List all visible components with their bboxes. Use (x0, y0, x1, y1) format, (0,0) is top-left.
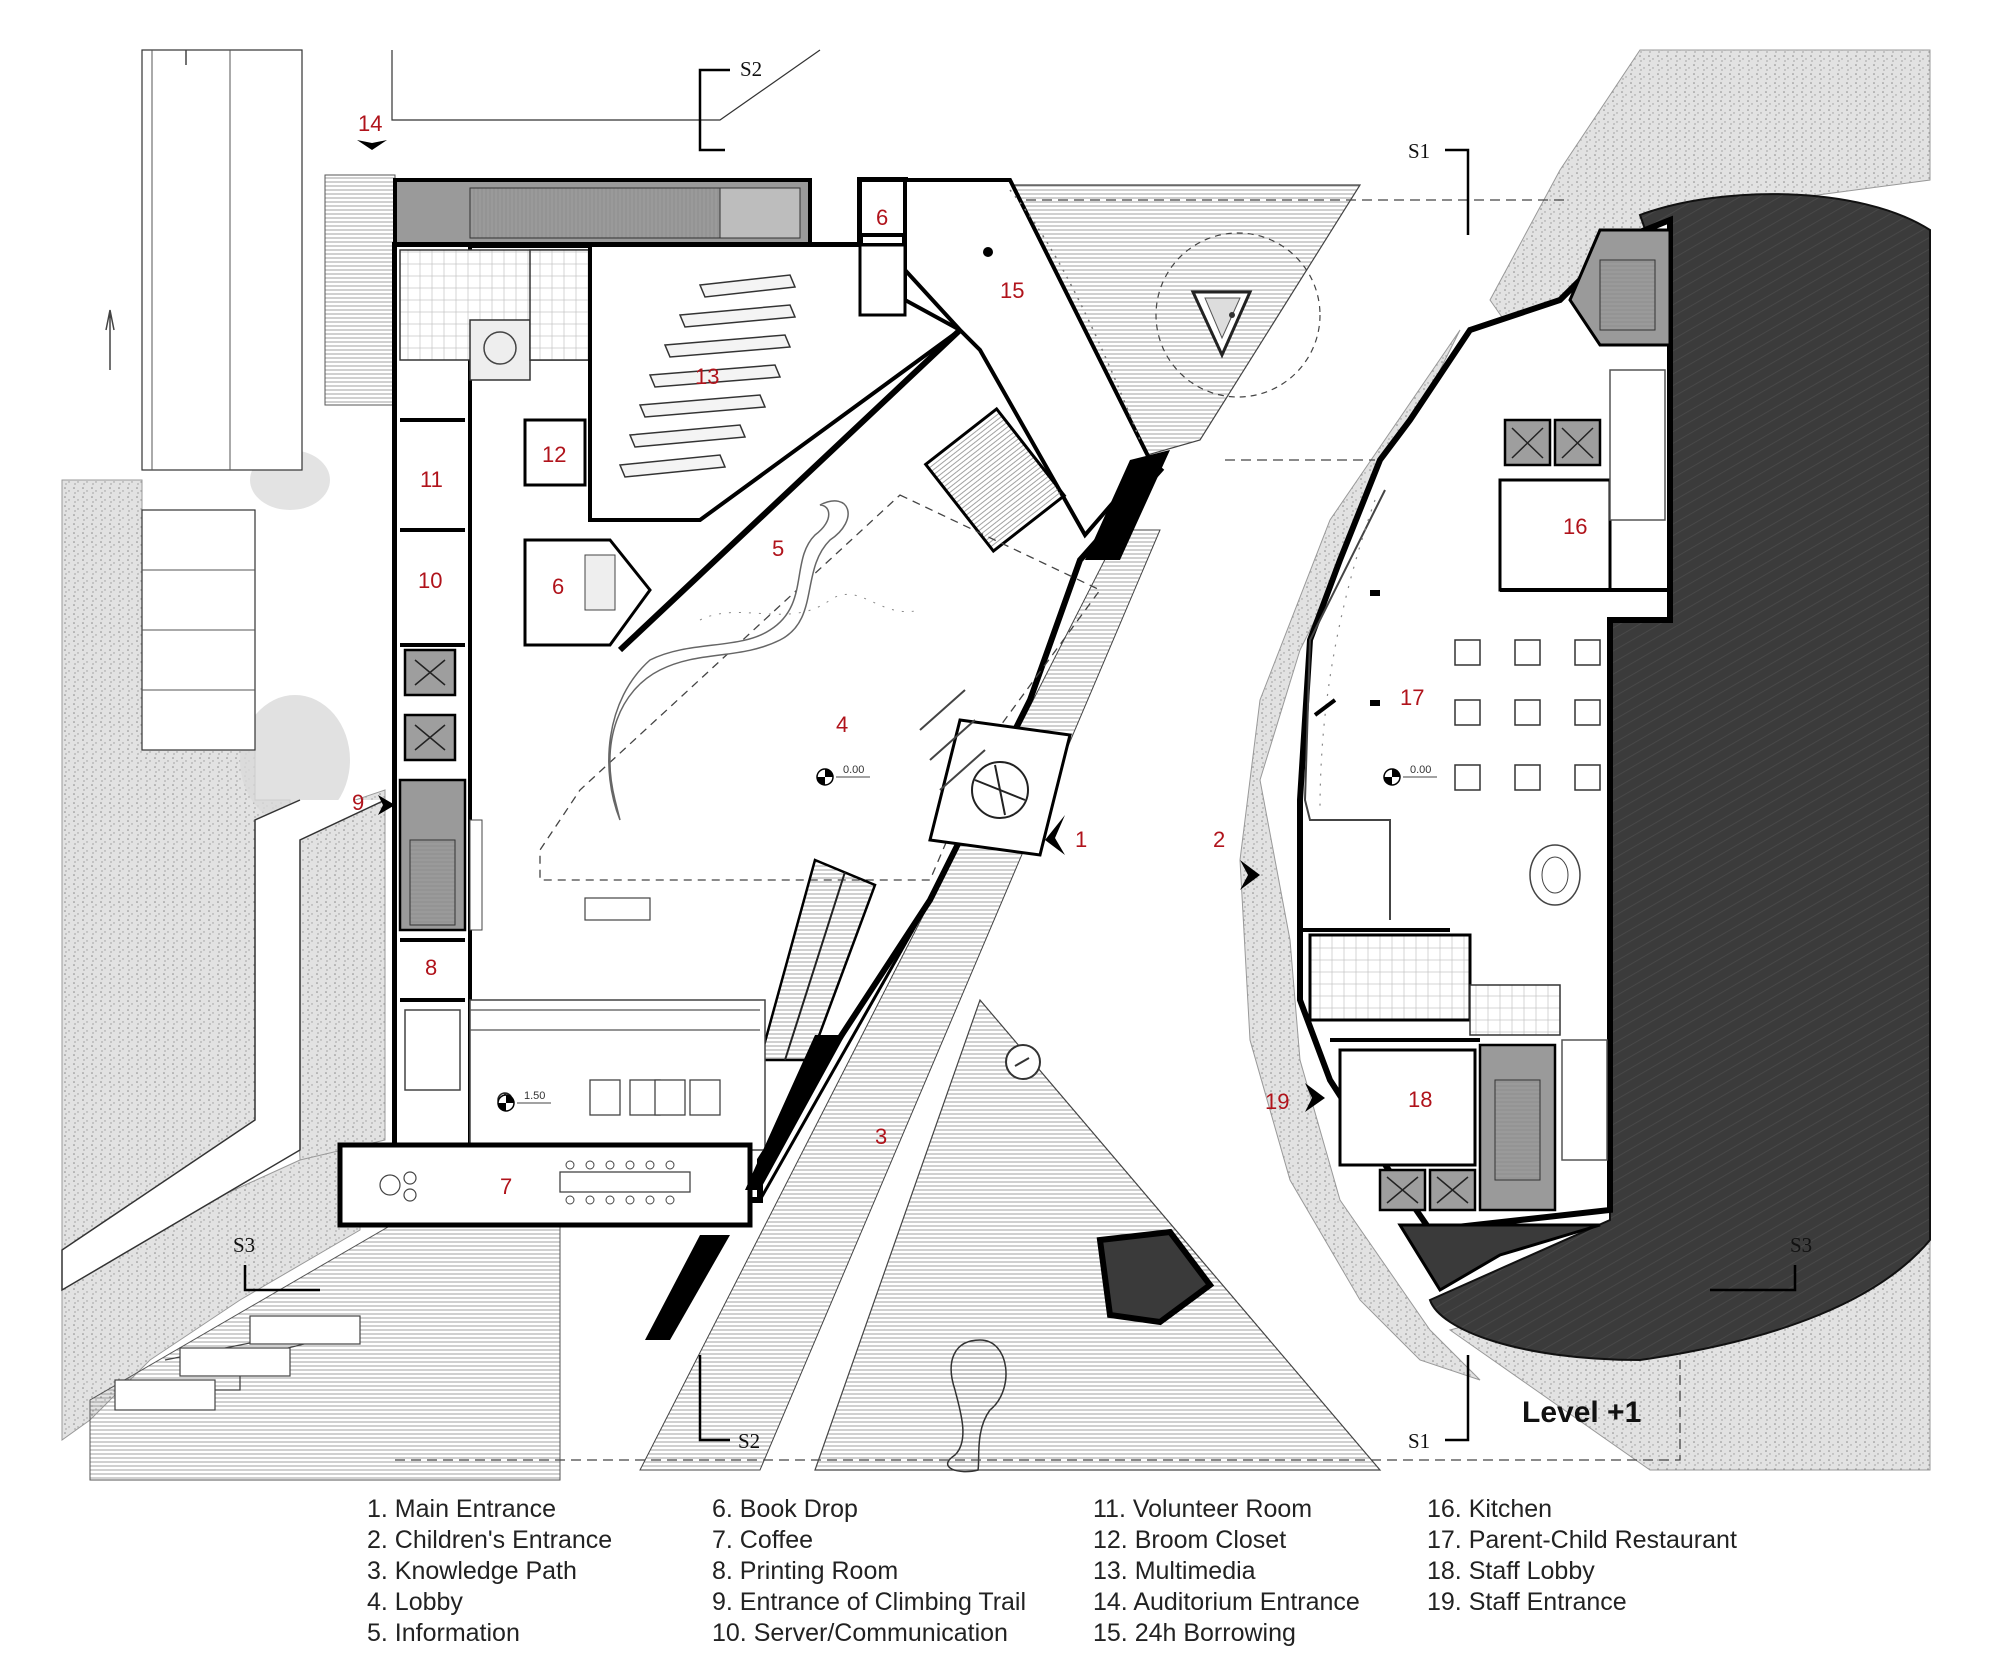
room-number-19: 19 (1265, 1089, 1289, 1114)
section-label-s2-top: S2 (740, 57, 762, 81)
room-number-11: 11 (420, 467, 443, 492)
dark-planter (1096, 1228, 1215, 1326)
road-top-left (141, 49, 303, 471)
entrance-arrow-2 (1240, 860, 1260, 890)
legend-item: 13. Multimedia (1093, 1557, 1256, 1585)
landscape-inner (295, 789, 386, 1161)
legend-item: 12. Broom Closet (1093, 1526, 1287, 1554)
room-number-8: 8 (425, 955, 437, 980)
sculpture (947, 1339, 1007, 1473)
legend-item: 17. Parent-Child Restaurant (1427, 1526, 1737, 1554)
room-number-4: 4 (836, 712, 848, 737)
legend-column-2: 6. Book Drop 7. Coffee 8. Printing Room … (712, 1494, 1026, 1649)
elevation-marker-lobby (816, 768, 870, 786)
entrance-arrow-19 (1305, 1083, 1325, 1112)
legend-item: 15. 24h Borrowing (1093, 1619, 1296, 1647)
room-number-10: 10 (418, 568, 442, 593)
elevation-marker-coffee (497, 1094, 551, 1112)
section-marker-s1-bottom (1445, 1355, 1470, 1442)
information-desk (608, 500, 849, 821)
legend-item: 8. Printing Room (712, 1557, 899, 1585)
legend-item: 18. Staff Lobby (1427, 1557, 1595, 1585)
path-left (61, 799, 386, 1292)
level-label: Level +1 (1522, 1396, 1641, 1429)
landscape-left-lower (61, 1129, 361, 1441)
legend-item: 2. Children's Entrance (367, 1526, 613, 1554)
legend-item: 7. Coffee (712, 1526, 814, 1554)
legend-item: 9. Entrance of Climbing Trail (712, 1588, 1027, 1616)
section-label-s3-right: S3 (1790, 1233, 1812, 1257)
staff-lobby (1338, 1048, 1477, 1167)
section-marker-s3-left (243, 1265, 320, 1292)
book-drop-box (858, 178, 907, 237)
room-number-13: 13 (695, 364, 719, 389)
section-label-s3-left: S3 (233, 1233, 255, 1257)
section-marker-s2-bottom (698, 1355, 730, 1442)
multimedia-desks (618, 274, 797, 478)
room-number-1: 1 (1075, 827, 1087, 852)
borrowing-room (903, 178, 1153, 539)
section-label-s2-bottom: S2 (738, 1429, 760, 1453)
room-number-3: 3 (875, 1124, 887, 1149)
section-marker-s1-top (1445, 148, 1470, 235)
elevator-1 (403, 648, 457, 697)
room-number-7: 7 (500, 1174, 512, 1199)
entrance-arrow-14 (357, 140, 387, 150)
coffee-terrace (469, 999, 766, 1151)
stair-central (923, 406, 1067, 554)
elevation-text-coffee: 1.50 (524, 1090, 545, 1102)
entrance-arrow-9 (378, 795, 395, 815)
legend-item: 14. Auditorium Entrance (1093, 1588, 1360, 1616)
room-number-6a: 6 (552, 574, 564, 599)
section-label-s1-bottom: S1 (1408, 1429, 1430, 1453)
room-number-2: 2 (1213, 827, 1225, 852)
legend-item: 10. Server/Communication (712, 1619, 1008, 1647)
plaza-bottom (89, 1219, 561, 1481)
room-number-6b: 6 (876, 205, 888, 230)
room-number-12: 12 (542, 442, 566, 467)
plaza-circle (1155, 232, 1321, 398)
legend-item: 11. Volunteer Room (1093, 1495, 1313, 1523)
room-number-14: 14 (358, 111, 382, 136)
elevation-marker-restaurant (1383, 768, 1437, 786)
toilets-right (1308, 933, 1472, 1022)
broom-closet (523, 418, 587, 487)
legend-item: 5. Information (367, 1619, 520, 1647)
section-label-s1-top: S1 (1408, 139, 1430, 163)
ramp-14 (324, 174, 396, 406)
restaurant-tables (1454, 639, 1601, 791)
dark-mound (1428, 193, 1931, 1362)
room-number-18: 18 (1408, 1087, 1432, 1112)
legend-column-3: 11. Volunteer Room 12. Broom Closet 13. … (1093, 1494, 1360, 1649)
room-number-15: 15 (1000, 278, 1024, 303)
entrance-arrow-1 (1045, 815, 1065, 855)
room-number-16: 16 (1563, 514, 1587, 539)
room-number-9: 9 (352, 790, 364, 815)
room-number-17: 17 (1400, 685, 1424, 710)
legend-column-1: 1. Main Entrance 2. Children's Entrance … (367, 1494, 612, 1649)
play-feature (1529, 844, 1581, 906)
section-marker-s3-right (1710, 1265, 1797, 1292)
elevation-text-lobby: 0.00 (843, 764, 864, 776)
legend-item: 1. Main Entrance (367, 1495, 556, 1523)
legend-item: 3. Knowledge Path (367, 1557, 577, 1585)
legend-item: 16. Kitchen (1427, 1495, 1553, 1523)
elevation-text-restaurant: 0.00 (1410, 764, 1431, 776)
room-number-5: 5 (772, 536, 784, 561)
legend-item: 6. Book Drop (712, 1495, 858, 1523)
landscape-right-left-edge (1239, 329, 1481, 1381)
kitchen (1498, 478, 1612, 592)
terrace-tables (589, 1079, 721, 1116)
legend-item: 4. Lobby (367, 1588, 463, 1616)
legend-column-4: 16. Kitchen 17. Parent-Child Restaurant … (1427, 1494, 1737, 1618)
section-marker-s2-top (698, 68, 730, 152)
legend-item: 19. Staff Entrance (1427, 1588, 1627, 1616)
